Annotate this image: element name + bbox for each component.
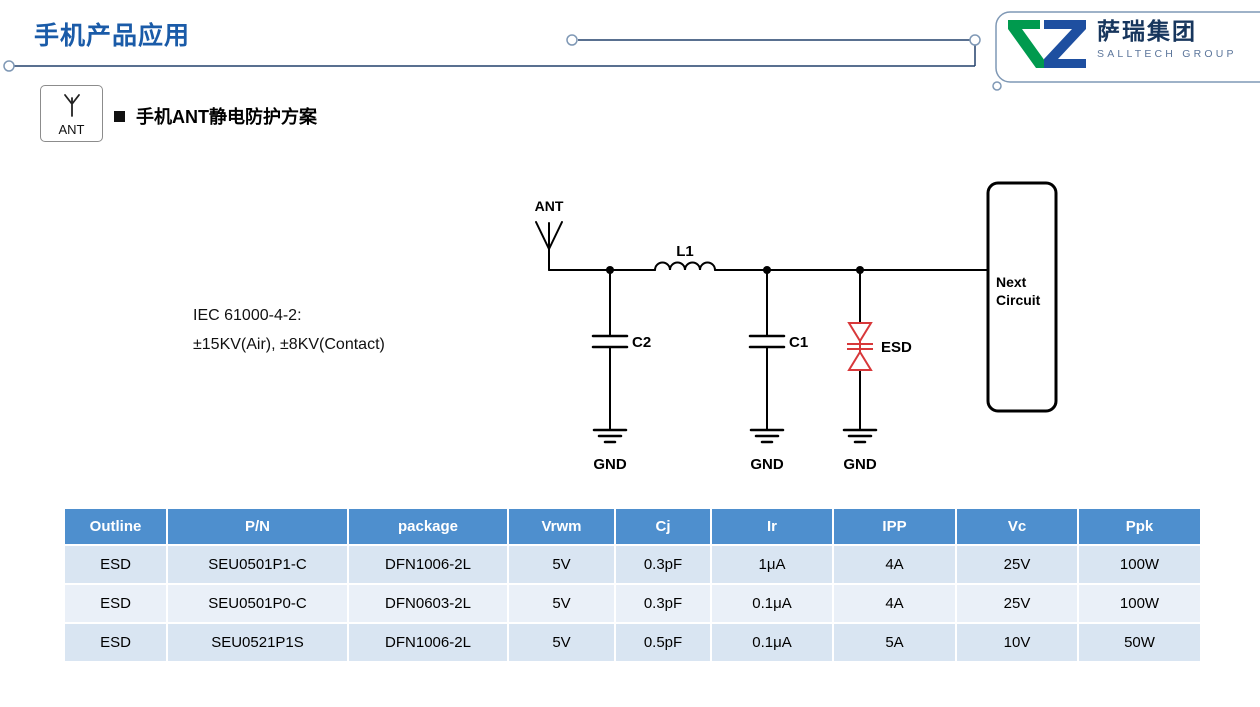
ground-symbol (842, 428, 878, 444)
table-cell: ESD (63, 544, 168, 585)
logo-subtitle: SALLTECH GROUP (1097, 47, 1237, 60)
deco-circle (3, 60, 15, 72)
column-header-vrwm: Vrwm (507, 507, 616, 546)
inductor-symbol (654, 261, 716, 271)
iec-spec-line1: IEC 61000-4-2: (193, 307, 302, 324)
table-cell: 25V (955, 583, 1079, 624)
ant-badge-label: ANT (58, 122, 85, 137)
logo-text: 萨瑞集团 SALLTECH GROUP (1097, 18, 1237, 60)
table-cell: SEU0501P1-C (166, 544, 349, 585)
table-cell: 0.1μA (710, 583, 834, 624)
column-header-p-n: P/N (166, 507, 349, 546)
table-cell: DFN1006-2L (347, 544, 509, 585)
table-cell: 4A (832, 583, 957, 624)
next-circuit-box (986, 181, 1058, 413)
capacitor-c2-symbol (591, 334, 629, 349)
deco-circle (992, 81, 1002, 91)
column-header-cj: Cj (614, 507, 712, 546)
next-circuit-label-line2: Circuit (996, 292, 1041, 308)
junction-dot (606, 266, 614, 274)
table-cell: 25V (955, 544, 1079, 585)
gnd-label: GND (750, 456, 784, 473)
logo-name: 萨瑞集团 (1097, 18, 1197, 44)
deco-circle (969, 34, 981, 46)
column-header-ir: Ir (710, 507, 834, 546)
next-circuit-label-line1: Next (996, 274, 1027, 290)
table-cell: 0.3pF (614, 544, 712, 585)
gnd-label: GND (593, 456, 627, 473)
junction-dot (856, 266, 864, 274)
iec-spec: IEC 61000-4-2: ±15KV(Air), ±8KV(Contact) (193, 301, 385, 359)
antenna-icon (63, 94, 80, 117)
circuit-diagram: Next Circuit ANT L1 C2 C1 ESD GND GND GN… (535, 181, 1058, 473)
esd-label: ESD (881, 339, 912, 356)
table-cell: 1μA (710, 544, 834, 585)
esd-tvs-diode-symbol (847, 322, 873, 371)
table-cell: 0.1μA (710, 622, 834, 663)
table-cell: 100W (1077, 544, 1202, 585)
logo-mark (1008, 20, 1086, 68)
table-cell: DFN0603-2L (347, 583, 509, 624)
table-cell: 0.3pF (614, 583, 712, 624)
table-cell: 5V (507, 622, 616, 663)
ant-icon-box: ANT (40, 85, 103, 142)
table-cell: 4A (832, 544, 957, 585)
table-cell: 50W (1077, 622, 1202, 663)
table-cell: 5A (832, 622, 957, 663)
logo: 萨瑞集团 SALLTECH GROUP (1006, 18, 1237, 70)
column-header-vc: Vc (955, 507, 1079, 546)
table-cell: SEU0501P0-C (166, 583, 349, 624)
table-cell: ESD (63, 622, 168, 663)
section-heading-text: 手机ANT静电防护方案 (136, 107, 317, 127)
inductor-label: L1 (676, 243, 694, 260)
table-cell: 0.5pF (614, 622, 712, 663)
deco-circle (566, 34, 578, 46)
antenna-symbol (535, 221, 563, 271)
table-cell: 5V (507, 583, 616, 624)
column-header-ipp: IPP (832, 507, 957, 546)
page-title: 手机产品应用 (34, 22, 191, 50)
table-cell: 5V (507, 544, 616, 585)
capacitor-c1-symbol (748, 334, 786, 349)
ant-label: ANT (535, 198, 564, 214)
ground-symbol (749, 428, 785, 444)
column-header-outline: Outline (63, 507, 168, 546)
column-header-ppk: Ppk (1077, 507, 1202, 546)
table-cell: DFN1006-2L (347, 622, 509, 663)
table-cell: 100W (1077, 583, 1202, 624)
square-bullet-icon (114, 110, 125, 122)
column-header-package: package (347, 507, 509, 546)
ground-symbol (592, 428, 628, 444)
table-cell: ESD (63, 583, 168, 624)
capacitor-c2-label: C2 (632, 334, 651, 351)
section-heading: 手机ANT静电防护方案 (114, 103, 317, 129)
gnd-label: GND (843, 456, 877, 473)
capacitor-c1-label: C1 (789, 334, 808, 351)
table-cell: SEU0521P1S (166, 622, 349, 663)
iec-spec-line2: ±15KV(Air), ±8KV(Contact) (193, 336, 385, 353)
table-cell: 10V (955, 622, 1079, 663)
junction-dot (763, 266, 771, 274)
